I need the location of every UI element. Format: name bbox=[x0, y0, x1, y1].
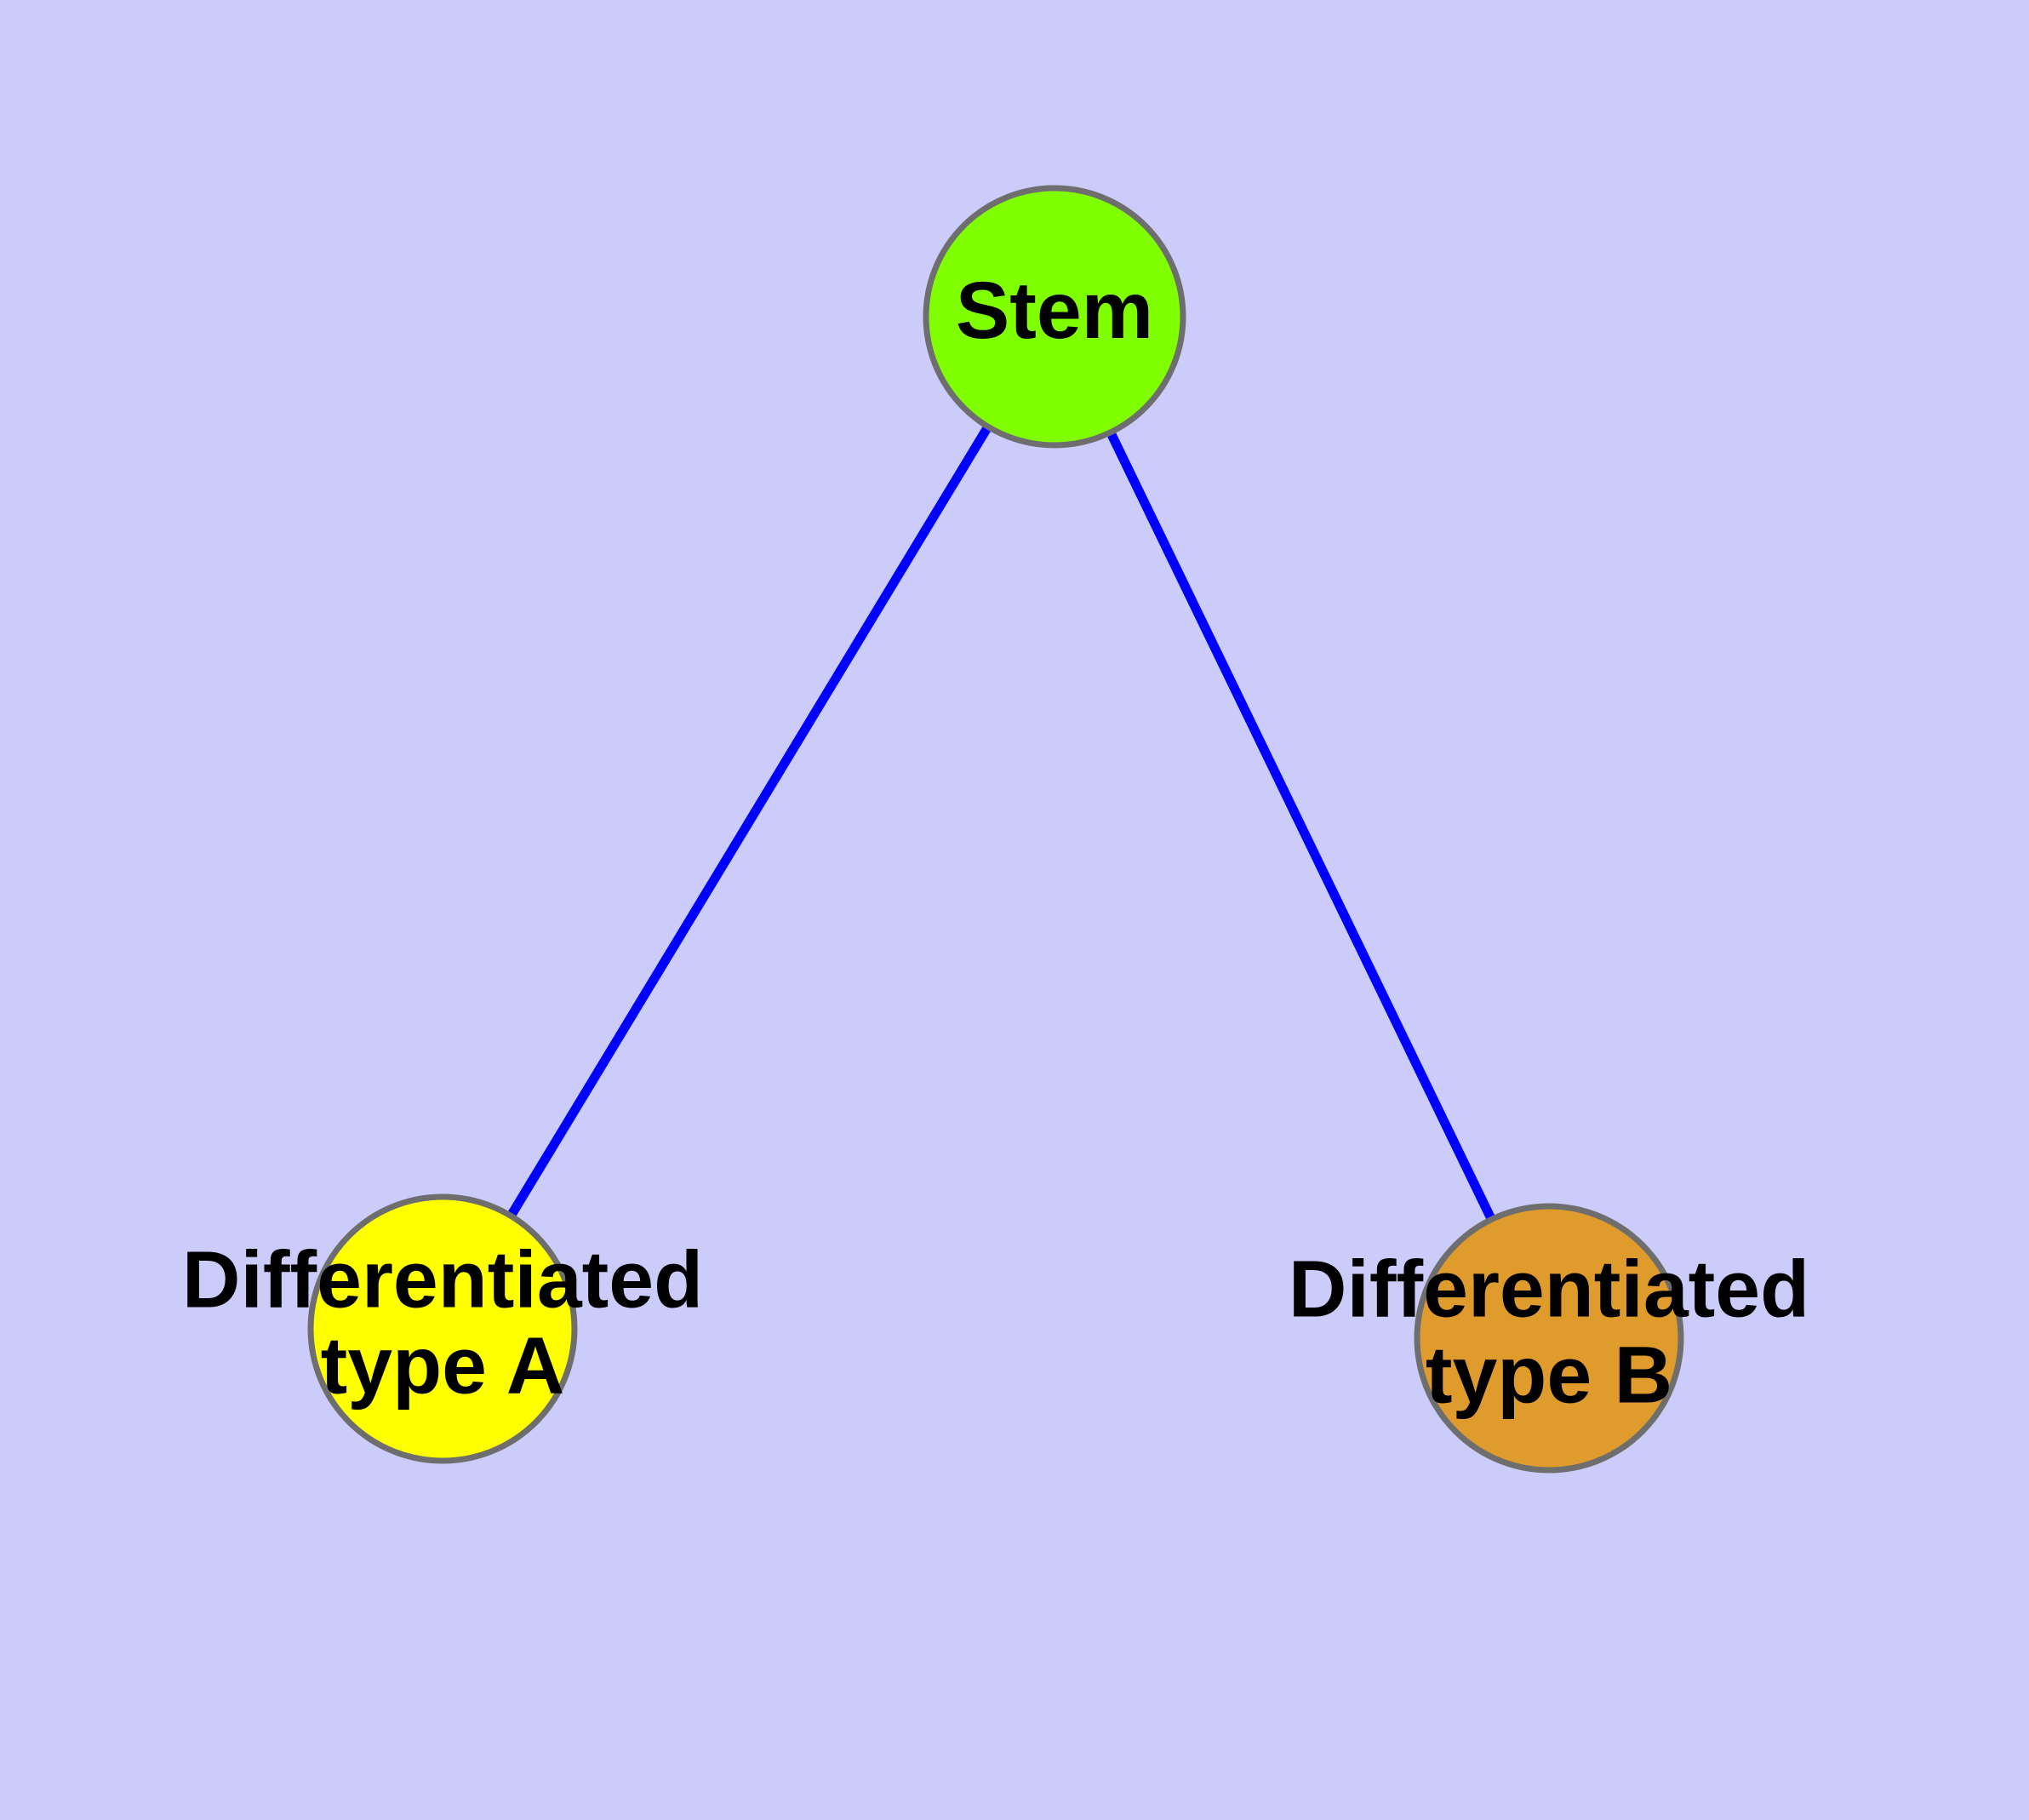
edges-layer bbox=[438, 314, 1553, 1341]
nodes-layer bbox=[307, 185, 1684, 1474]
node-label-line: type A bbox=[321, 1320, 565, 1411]
node-label-line: Differentiated bbox=[182, 1235, 703, 1325]
node-differentiated-type-b[interactable] bbox=[1414, 1203, 1684, 1474]
node-label-stem: Stem bbox=[956, 266, 1153, 356]
node-stem[interactable] bbox=[923, 185, 1186, 449]
node-differentiated-type-a[interactable] bbox=[307, 1193, 578, 1464]
node-label-line: Stem bbox=[956, 266, 1153, 356]
edge-stem-to-differentiated-type-b[interactable] bbox=[1050, 314, 1553, 1341]
node-label-line: Differentiated bbox=[1289, 1245, 1809, 1335]
node-label-line: type B bbox=[1426, 1330, 1672, 1420]
edge-stem-to-differentiated-type-a[interactable] bbox=[438, 314, 1059, 1331]
